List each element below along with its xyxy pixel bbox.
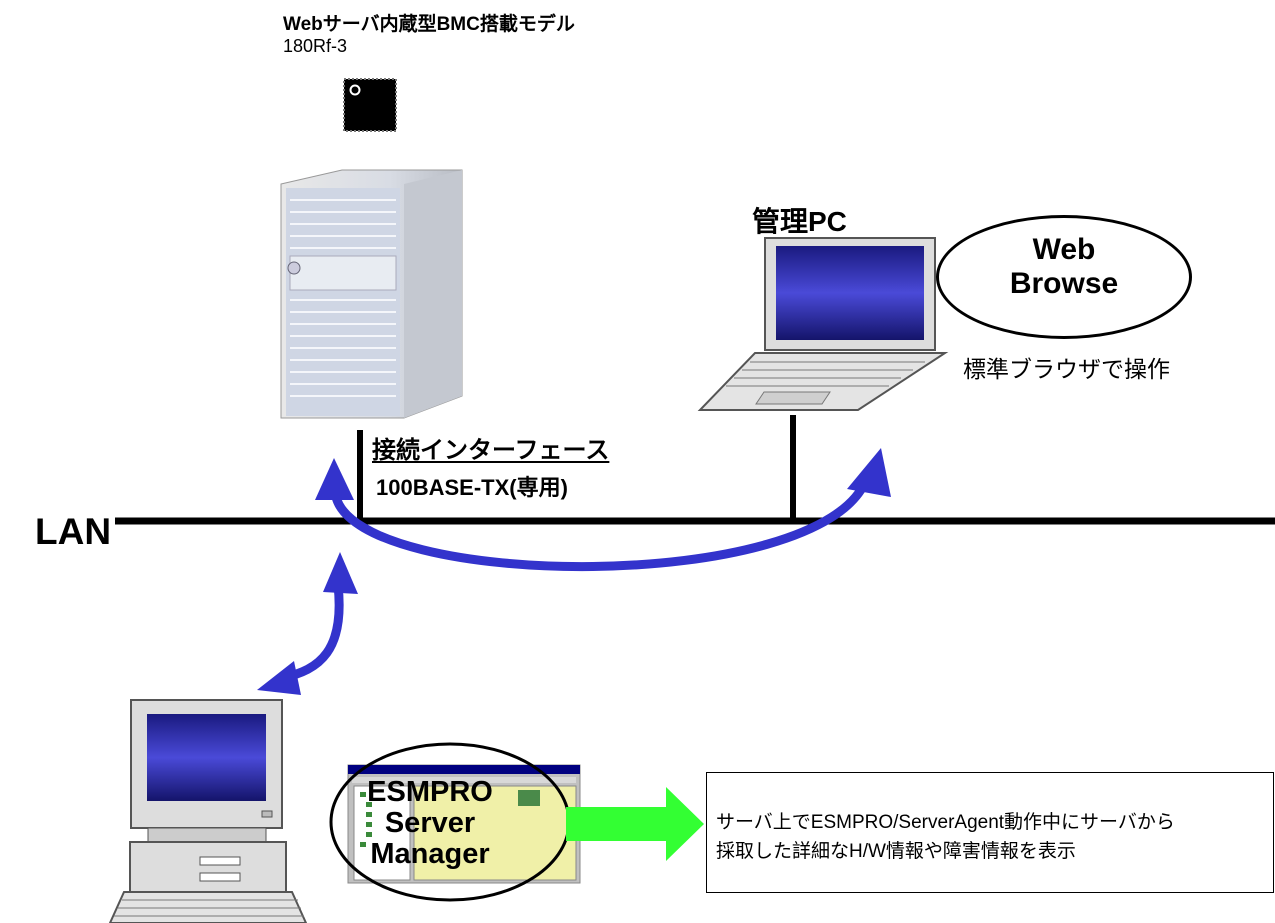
esmpro-window-thumbnail bbox=[347, 764, 581, 884]
esmpro-label: ESMPRO Server Manager bbox=[345, 777, 515, 870]
web-browse-caption: 標準ブラウザで操作 bbox=[963, 356, 1170, 382]
interface-title: 接続インターフェース bbox=[372, 437, 610, 464]
description-text: サーバ上でESMPRO/ServerAgent動作中にサーバから 採取した詳細な… bbox=[716, 808, 1272, 866]
web-browse-label: Web Browse bbox=[936, 233, 1192, 301]
laptop-icon bbox=[697, 237, 949, 411]
lan-label: LAN bbox=[35, 511, 112, 552]
server-tower-icon bbox=[280, 169, 463, 419]
description-box bbox=[706, 772, 1274, 893]
bmc-chip-icon bbox=[343, 78, 397, 132]
description-line1: サーバ上でESMPRO/ServerAgent動作中にサーバから bbox=[716, 812, 1175, 833]
web-browse-line2: Browse bbox=[1009, 267, 1119, 300]
web-browse-line1: Web bbox=[1032, 233, 1096, 266]
bmc-model-title: Webサーバ内蔵型BMC搭載モデル bbox=[283, 14, 575, 35]
green-arrow bbox=[566, 787, 704, 861]
bmc-model-number: 180Rf-3 bbox=[283, 36, 348, 56]
web-browse-ellipse bbox=[936, 215, 1192, 339]
esmpro-line3: Manager bbox=[370, 838, 490, 870]
desktop-pc-icon bbox=[108, 699, 308, 923]
esmpro-line2: Server bbox=[384, 807, 476, 839]
interface-subtitle: 100BASE-TX(専用) bbox=[376, 475, 568, 500]
management-pc-title: 管理PC bbox=[752, 206, 847, 237]
blue-arrows bbox=[257, 448, 891, 695]
description-line2: 採取した詳細なH/W情報や障害情報を表示 bbox=[716, 841, 1076, 862]
esmpro-line1: ESMPRO bbox=[367, 776, 493, 808]
